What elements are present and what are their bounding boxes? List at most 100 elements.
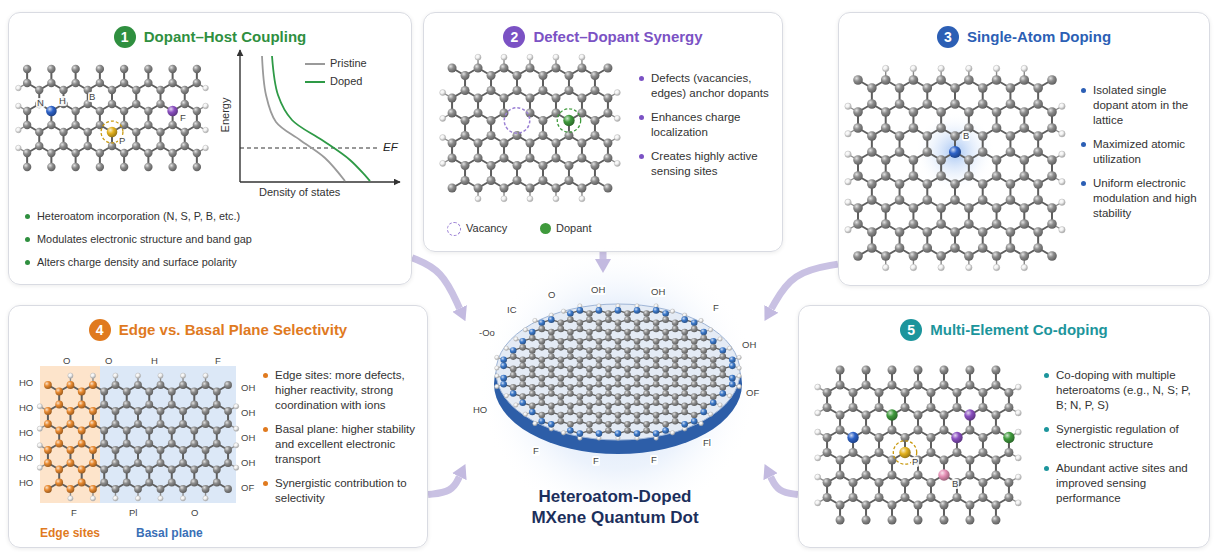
lattice-atom: [586, 372, 593, 379]
lattice-atom: [461, 116, 470, 125]
lattice-atom: [586, 403, 593, 410]
lattice-atom: [823, 388, 832, 397]
terminal-atom: [561, 309, 565, 313]
lattice-atom: [691, 363, 698, 370]
lattice-atom: [190, 440, 198, 448]
terminal-atom: [527, 54, 533, 60]
lattice-atom: [615, 375, 622, 382]
lattice-atom: [567, 316, 574, 323]
lattice-atom: [526, 64, 535, 73]
terminal-atom: [68, 373, 73, 378]
lattice-atom: [922, 131, 932, 141]
lattice-atom: [474, 139, 483, 148]
lattice-atom: [59, 142, 67, 150]
lattice-atom: [213, 388, 221, 396]
lattice-atom: [909, 123, 919, 133]
lattice-atom: [653, 412, 660, 419]
lattice-atom: [577, 338, 584, 345]
lattice-atom: [474, 109, 483, 118]
art-g: [440, 54, 621, 202]
lattice-atom: [168, 427, 176, 435]
lattice-atom: [710, 375, 717, 382]
lattice-atom: [157, 485, 165, 493]
lattice-atom: [662, 347, 669, 354]
lattice-atom: [577, 307, 584, 314]
lattice-atom: [577, 64, 586, 73]
lattice-atom: [681, 403, 688, 410]
lattice-atom: [653, 418, 660, 425]
lattice-atom: [853, 251, 863, 261]
lattice-atom: [577, 94, 586, 103]
art-g: [858, 80, 1052, 256]
lattice-atom: [964, 219, 974, 229]
lattice-atom: [168, 121, 176, 129]
terminal-atom: [180, 373, 185, 378]
lattice-atom: [123, 388, 131, 396]
terminal-atom: [553, 54, 559, 60]
lattice-atom: [156, 128, 164, 136]
lattice-atom: [132, 142, 140, 150]
terminal-atom: [37, 443, 42, 448]
lattice-atom: [605, 421, 612, 428]
lattice-atom: [653, 319, 660, 326]
lattice-atom: [700, 372, 707, 379]
lattice-atom: [55, 401, 63, 409]
dopant-atom: [107, 127, 118, 138]
terminal-atom: [845, 199, 851, 205]
lattice-atom: [643, 316, 650, 323]
terminal-atom: [16, 127, 22, 133]
lattice-atom: [1006, 227, 1016, 237]
lattice-atom: [643, 329, 650, 336]
lattice-atom: [624, 384, 631, 391]
lattice-atom: [529, 384, 536, 391]
lattice-atom: [35, 142, 43, 150]
lattice-atom: [513, 86, 522, 95]
lattice-atom: [567, 335, 574, 342]
lattice-atom: [145, 479, 153, 487]
lattice-atom: [500, 363, 507, 370]
lattice-atom: [881, 171, 891, 181]
lattice-atom: [662, 310, 669, 317]
terminal-atom: [234, 426, 239, 431]
lattice-atom: [551, 94, 560, 103]
terminal-atom: [699, 318, 703, 322]
lattice-atom: [519, 344, 526, 351]
lattice-atom: [71, 107, 79, 115]
lattice-atom: [590, 176, 599, 185]
lattice-atom: [1033, 179, 1043, 189]
lattice-atom: [603, 109, 612, 118]
lattice-atom: [605, 329, 612, 336]
lattice-atom: [100, 401, 108, 409]
lattice-atom: [672, 381, 679, 388]
terminal-atom: [1015, 429, 1021, 435]
lattice-atom: [181, 86, 189, 94]
lattice-atom: [461, 71, 470, 80]
lattice-atom: [577, 356, 584, 363]
lattice-atom: [729, 375, 736, 382]
lattice-atom: [662, 335, 669, 342]
terminal-atom: [815, 410, 821, 416]
lattice-atom: [55, 440, 63, 448]
lattice-atom: [605, 372, 612, 379]
art-g: [48, 385, 228, 489]
lattice-atom: [596, 381, 603, 388]
lattice-atom: [615, 393, 622, 400]
lattice-atom: [922, 147, 932, 157]
terminal-atom: [614, 135, 620, 141]
lattice-atom: [526, 139, 535, 148]
lattice-atom: [909, 251, 919, 261]
lattice-atom: [936, 251, 946, 261]
lattice-atom: [596, 363, 603, 370]
atom-lattice: [440, 54, 621, 202]
lattice-atom: [567, 390, 574, 397]
lattice-atom: [978, 179, 988, 189]
terminal-atom: [504, 346, 508, 350]
lattice-atom: [992, 171, 1002, 181]
lattice-atom: [681, 329, 688, 336]
lattice-atom: [586, 421, 593, 428]
art-g: [848, 68, 1062, 267]
lattice-atom: [474, 184, 483, 193]
lattice-atom: [179, 446, 187, 454]
lattice-atom: [719, 384, 726, 391]
lattice-atom: [513, 71, 522, 80]
